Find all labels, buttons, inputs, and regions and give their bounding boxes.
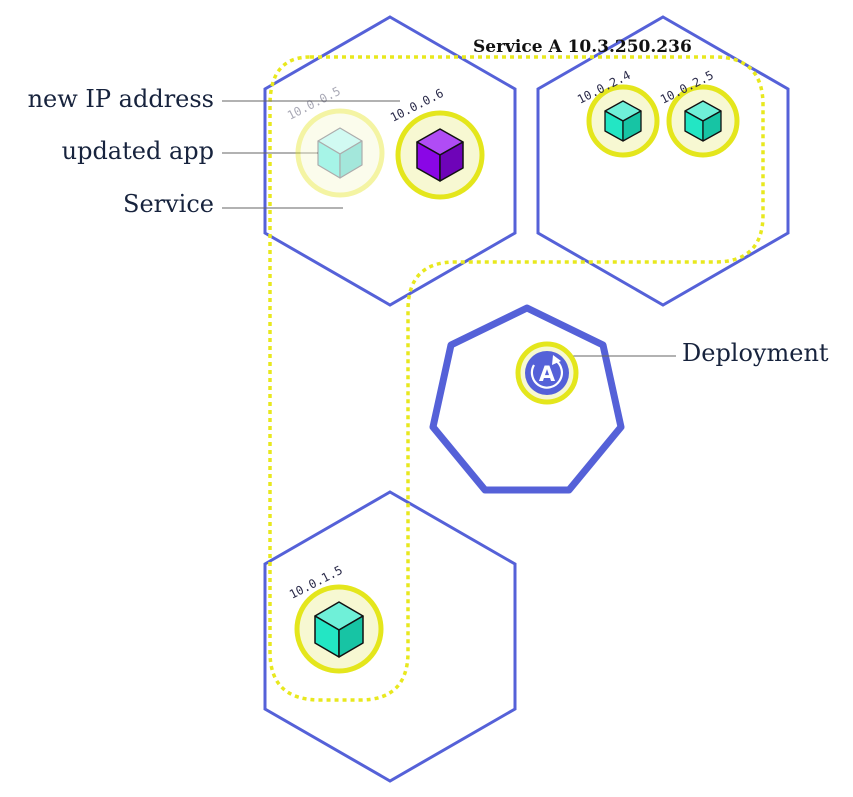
app-cube-icon [604,100,642,142]
callout-new-ip-address: new IP address [28,85,214,113]
deployment-node [429,304,625,494]
updated-app-cube-icon [416,128,464,182]
node-3 [263,490,517,783]
pod-10-0-2-5: 10.0.2.5 [658,68,740,158]
node-2 [536,15,790,307]
deployment-icon: A [515,341,579,405]
callout-deployment: Deployment [682,339,829,367]
pod-10-0-0-6: 10.0.0.6 [388,86,485,200]
service-title: Service A 10.3.250.236 [473,37,692,57]
app-cube-icon [684,100,722,142]
service-boundary [268,55,765,702]
app-cube-icon [314,601,364,658]
pod-10-0-2-4: 10.0.2.4 [575,68,660,158]
deployment-glyph: A [539,362,556,386]
callout-service: Service [123,190,214,218]
callout-updated-app: updated app [62,137,214,165]
old-app-cube-icon [317,127,363,179]
node-1 [263,15,517,307]
pod-10-0-1-5: 10.0.1.5 [287,563,384,674]
leader-lines [222,100,676,357]
